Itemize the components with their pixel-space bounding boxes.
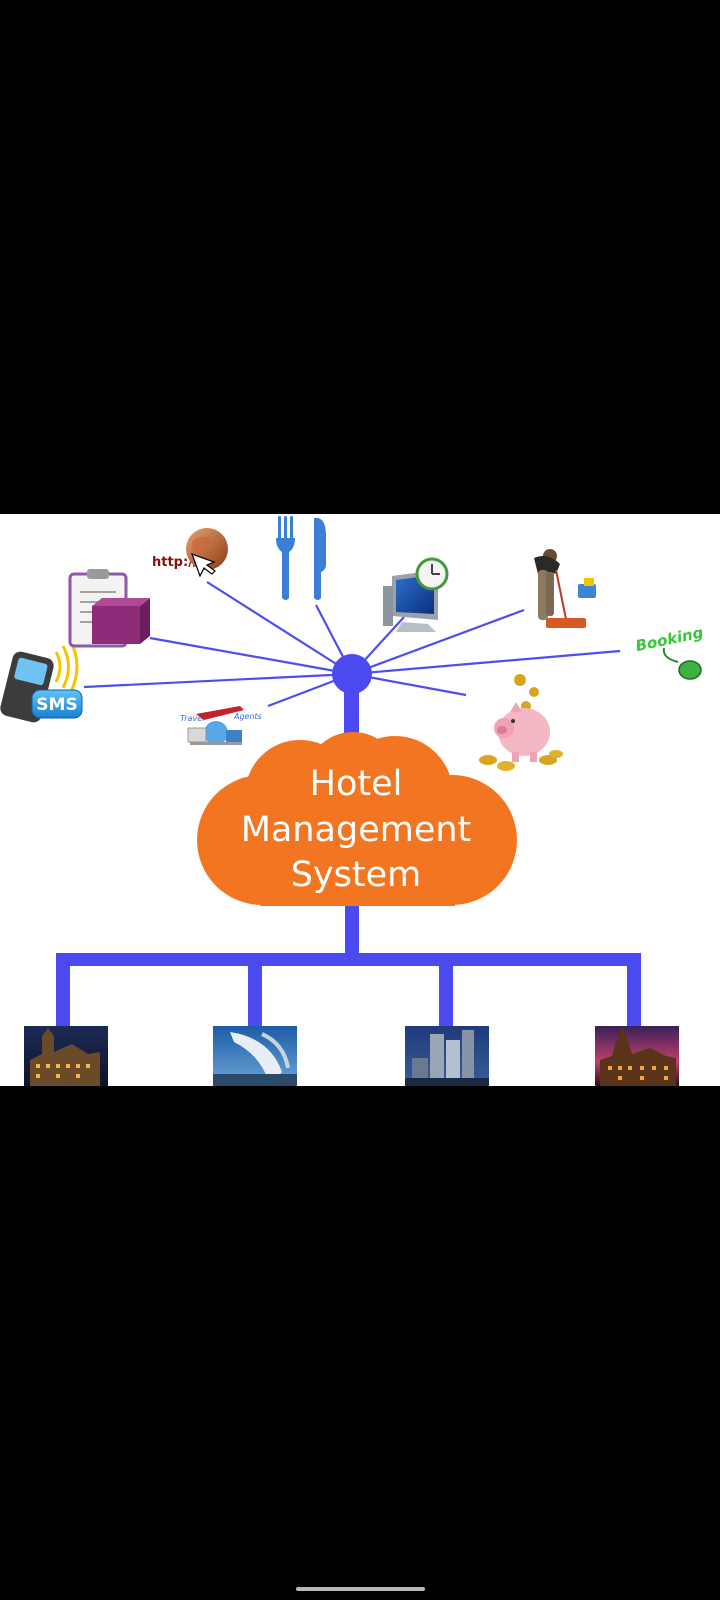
diagram-svg: Hotel Management System SMS http:// (0, 516, 705, 1086)
spoke-sms (83, 672, 353, 689)
hotel-photo-2 (213, 1026, 297, 1086)
hub-node (332, 654, 372, 694)
spoke-housekeeping (351, 608, 525, 676)
cloud-shape (197, 732, 517, 906)
spoke-booking (351, 649, 621, 676)
clipboard-icon (68, 569, 150, 648)
home-indicator[interactable] (296, 1587, 425, 1591)
sms-label: SMS (36, 695, 77, 715)
diagram-panel: Hotel Management System SMS http:// (0, 514, 720, 1086)
cleaning-person-icon (534, 549, 596, 628)
hotel-photo-3 (405, 1026, 489, 1086)
travel-agents-icon: Travel Agents (180, 706, 262, 745)
cloud-title-line-1: Hotel (310, 764, 403, 804)
cloud-title-line-3: System (291, 855, 422, 895)
piggy-bank-icon (479, 674, 563, 771)
spoke-web (206, 581, 353, 675)
computer-monitor-icon (383, 557, 449, 632)
sms-phone-icon: SMS (0, 639, 83, 723)
hotel-photo-1 (24, 1026, 108, 1086)
http-label: http:// (152, 555, 198, 570)
fork-knife-icon (276, 516, 326, 600)
hotel-photo-4 (595, 1026, 679, 1086)
globe-web-icon: http:// (152, 528, 228, 578)
booking-mouse-icon: Booking (634, 623, 705, 680)
booking-label: Booking (634, 623, 705, 655)
cloud-title-line-2: Management (241, 810, 472, 850)
agents-label: Agents (233, 712, 262, 721)
hotel-connector-bus (56, 906, 641, 1039)
travel-label: Travel (180, 714, 205, 723)
spoke-clipboard (149, 636, 353, 676)
